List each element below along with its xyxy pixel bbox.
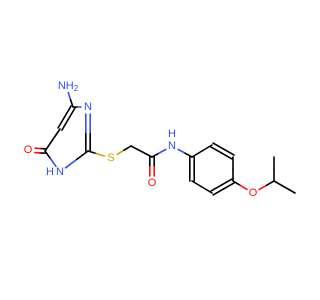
bond-c4-c5-1-half-a [63,105,72,118]
atom-h-nh: H [168,128,176,140]
bond-a3-a4-1-half-a [212,188,225,196]
bond-c2-s-half-a [87,150,97,155]
atom-label-nh2: NH2 [58,80,79,93]
bond-c5-c6-half-a [51,128,61,141]
bond-a2-a3-half-a [191,180,203,188]
bond-nh2-c4-half-a [67,91,72,101]
atom-label-nh: N [168,140,176,152]
bond-a6-a1-half-a [201,144,213,152]
bond-a5-a6-1-half-a [222,148,235,156]
bond-oe-ch-half-a [258,184,268,191]
bond-a4-oe-half-a [232,180,241,186]
atom-label-oco: O [148,177,157,189]
atom-oe: O [249,187,258,199]
atom-n3: N [84,101,92,113]
bond-c4-c5-2-half-b [61,118,70,131]
bond-c4-c5-1-half-b [57,116,66,129]
bond-a6-a1-half-b [191,150,203,158]
bond-a5-a6-2-half-a [220,152,233,160]
bond-c6-n1-half-b [49,157,57,168]
bond-nh-a1-half-b [184,152,193,158]
bond-s-ch2-half-a [116,149,125,156]
bond-n1-c2-half-a [64,158,78,169]
bond-c4-c5-2-half-a [67,107,76,120]
bond-c2-s-half-b [95,152,106,157]
bond-a3-a4-2-half-a [210,184,223,192]
bond-cco-nh-half-b [158,148,167,154]
bond-a3-a4-2-half-b [220,178,233,186]
atom-label-s: S [107,152,114,164]
bond-cco-nh-half-a [151,152,160,158]
bond-nh2-c4-half-b [69,99,74,108]
bond-s-ch2-half-b [123,145,132,151]
bond-n1-c2-half-b [76,150,89,161]
bond-ch-me1-half-b [283,186,296,194]
atom-label-o6: O [24,144,33,156]
atom-nh2: NH2 [58,80,79,93]
atom-label-n3: N [84,101,92,113]
bond-a2-a3-half-b [201,186,213,194]
bond-a3-a4-1-half-b [222,182,235,190]
atom-h-n1: H [46,166,54,178]
bond-ch2-cco-half-a [130,145,143,153]
atom-s: S [107,152,114,164]
atom-oco: O [148,177,157,189]
bond-a5-a6-2-half-b [210,146,223,154]
atom-label-n1: N [56,166,64,178]
bond-c6-n1-half-a [44,150,52,160]
bond-a5-a6-1-half-b [212,142,225,150]
bond-ch2-cco-half-b [140,150,153,158]
bond-ch-me1-half-a [273,180,286,188]
bond-oe-ch-half-b [265,180,275,187]
bonds [34,91,296,196]
atom-nh: HN [168,128,176,152]
bond-nh-a1-half-a [177,148,186,154]
bond-a4-oe-half-b [239,184,248,191]
bond-c5-c6-half-b [44,139,54,152]
atom-o6: O [24,144,33,156]
atom-label-oe: O [249,187,258,199]
